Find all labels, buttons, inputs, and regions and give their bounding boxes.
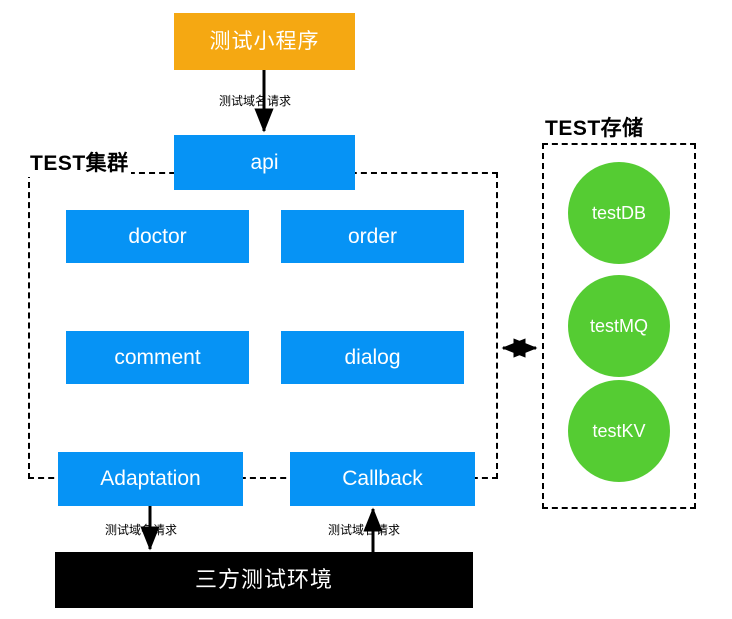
circle-testkv[interactable]: testKV [568, 380, 670, 482]
node-callback[interactable]: Callback [290, 452, 475, 506]
edge-label-adaptation-to-third: 测试域名请求 [105, 523, 178, 537]
node-third-party-env[interactable]: 三方测试环境 [55, 552, 473, 608]
circle-testkv-label: testKV [592, 420, 646, 441]
group-box-test-storage [542, 143, 696, 509]
edge-label-third-to-callback: 测试域名请求 [328, 523, 401, 537]
node-mini-program-label: 测试小程序 [209, 29, 320, 53]
group-label-test-cluster: TEST集群 [28, 147, 131, 177]
node-order-label: order [347, 224, 398, 248]
edge-label-mini-to-api: 测试域名请求 [219, 94, 292, 108]
node-doctor[interactable]: doctor [66, 210, 249, 263]
node-doctor-label: doctor [128, 224, 187, 248]
node-api[interactable]: api [174, 135, 355, 190]
node-comment-label: comment [114, 345, 201, 369]
node-dialog[interactable]: dialog [281, 331, 464, 384]
node-adaptation-label: Adaptation [100, 467, 201, 491]
circle-testmq-label: testMQ [589, 315, 648, 336]
circle-testdb-label: testDB [591, 202, 647, 223]
node-third-party-env-label: 三方测试环境 [194, 566, 333, 592]
group-label-test-storage: TEST存储 [543, 112, 646, 142]
node-mini-program[interactable]: 测试小程序 [174, 13, 355, 70]
node-callback-label: Callback [342, 467, 423, 491]
node-dialog-label: dialog [344, 345, 401, 369]
circle-testmq[interactable]: testMQ [568, 275, 670, 377]
node-api-label: api [250, 150, 279, 174]
node-comment[interactable]: comment [66, 331, 249, 384]
circle-testdb[interactable]: testDB [568, 162, 670, 264]
node-order[interactable]: order [281, 210, 464, 263]
node-adaptation[interactable]: Adaptation [58, 452, 243, 506]
